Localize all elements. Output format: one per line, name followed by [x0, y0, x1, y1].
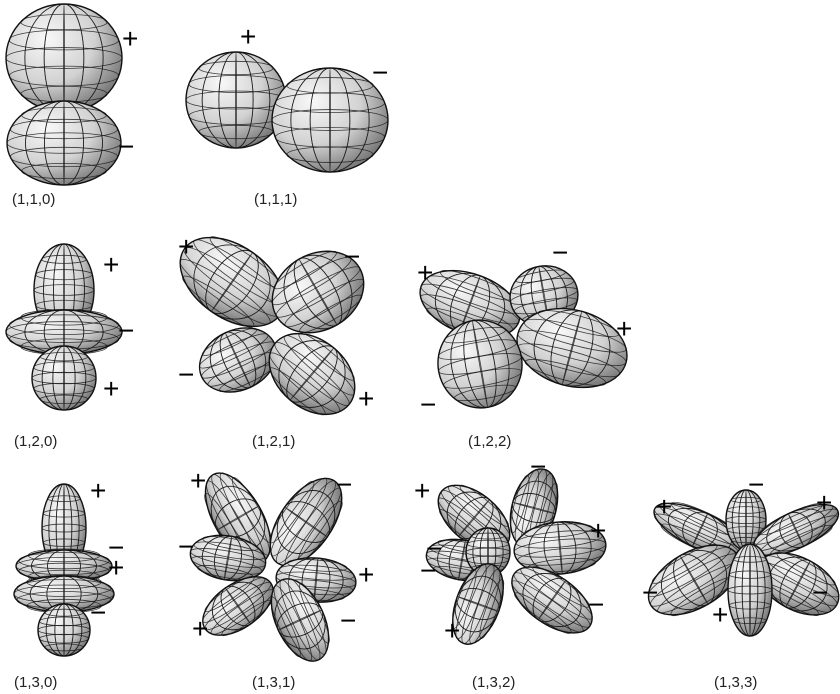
sign-minus: − [748, 469, 764, 500]
sign-plus: + [103, 249, 119, 280]
sign-plus: + [414, 475, 430, 506]
sign-plus: + [358, 383, 374, 414]
sign-plus: + [108, 552, 124, 583]
sign-plus: + [816, 487, 832, 518]
figure-label: (1,2,2) [468, 433, 511, 450]
lobe [186, 52, 286, 148]
sign-minus: − [588, 589, 604, 620]
lobe [6, 4, 122, 112]
figure-label: (1,1,0) [12, 191, 55, 208]
figure-label: (1,2,0) [14, 433, 57, 450]
figure-label: (1,3,0) [14, 674, 57, 691]
figure-label: (1,3,2) [472, 674, 515, 691]
figure-122: + − + − (1,2,2) [411, 237, 636, 450]
figure-label: (1,3,3) [714, 674, 757, 691]
figure-label: (1,2,1) [252, 433, 295, 450]
lobe [7, 101, 121, 185]
lobe [32, 346, 96, 410]
sign-minus: − [420, 555, 436, 586]
sign-minus: − [340, 605, 356, 636]
sign-plus: + [190, 465, 206, 496]
sign-minus: − [530, 451, 546, 482]
sign-plus: + [656, 491, 672, 522]
sign-minus: − [812, 577, 828, 608]
figure-130: + − + − (1,3,0) [14, 475, 124, 691]
lobe [253, 317, 370, 431]
figure-120: + − + (1,2,0) [6, 244, 134, 450]
sign-plus: + [178, 231, 194, 262]
sign-plus: + [712, 599, 728, 630]
sign-minus: − [178, 359, 194, 390]
sign-minus: − [552, 237, 568, 268]
lobe [257, 235, 378, 349]
figure-133: + − + − + − (1,3,3) [637, 469, 840, 691]
sign-minus: − [118, 315, 134, 346]
sign-minus: − [344, 241, 360, 272]
sign-minus: − [178, 531, 194, 562]
figure-131: + − − + + − (1,3,1) [178, 463, 374, 691]
figure-label: (1,3,1) [252, 674, 295, 691]
sign-minus: − [118, 131, 134, 162]
sign-plus: + [358, 559, 374, 590]
figure-label: (1,1,1) [254, 191, 297, 208]
sign-minus: − [336, 469, 352, 500]
figure-111: + − (1,1,1) [186, 21, 388, 208]
figure-110: + − (1,1,0) [6, 4, 138, 208]
sign-plus: + [103, 373, 119, 404]
figure-132: + − + − − − + (1,3,2) [414, 451, 608, 691]
sign-plus: + [122, 23, 138, 54]
sign-plus: + [444, 615, 460, 646]
sign-plus: + [590, 515, 606, 546]
lobe [272, 68, 388, 172]
lobe [38, 604, 90, 656]
sign-plus: + [192, 613, 208, 644]
sign-minus: − [90, 597, 106, 628]
sign-plus: + [616, 313, 632, 344]
lobe [728, 544, 772, 636]
sign-plus: + [240, 21, 256, 52]
sign-minus: − [372, 57, 388, 88]
sign-minus: − [420, 389, 436, 420]
sign-minus: − [642, 577, 658, 608]
figure-121: + − − + (1,2,1) [164, 219, 379, 450]
sign-plus: + [90, 475, 106, 506]
sign-plus: + [417, 257, 433, 288]
